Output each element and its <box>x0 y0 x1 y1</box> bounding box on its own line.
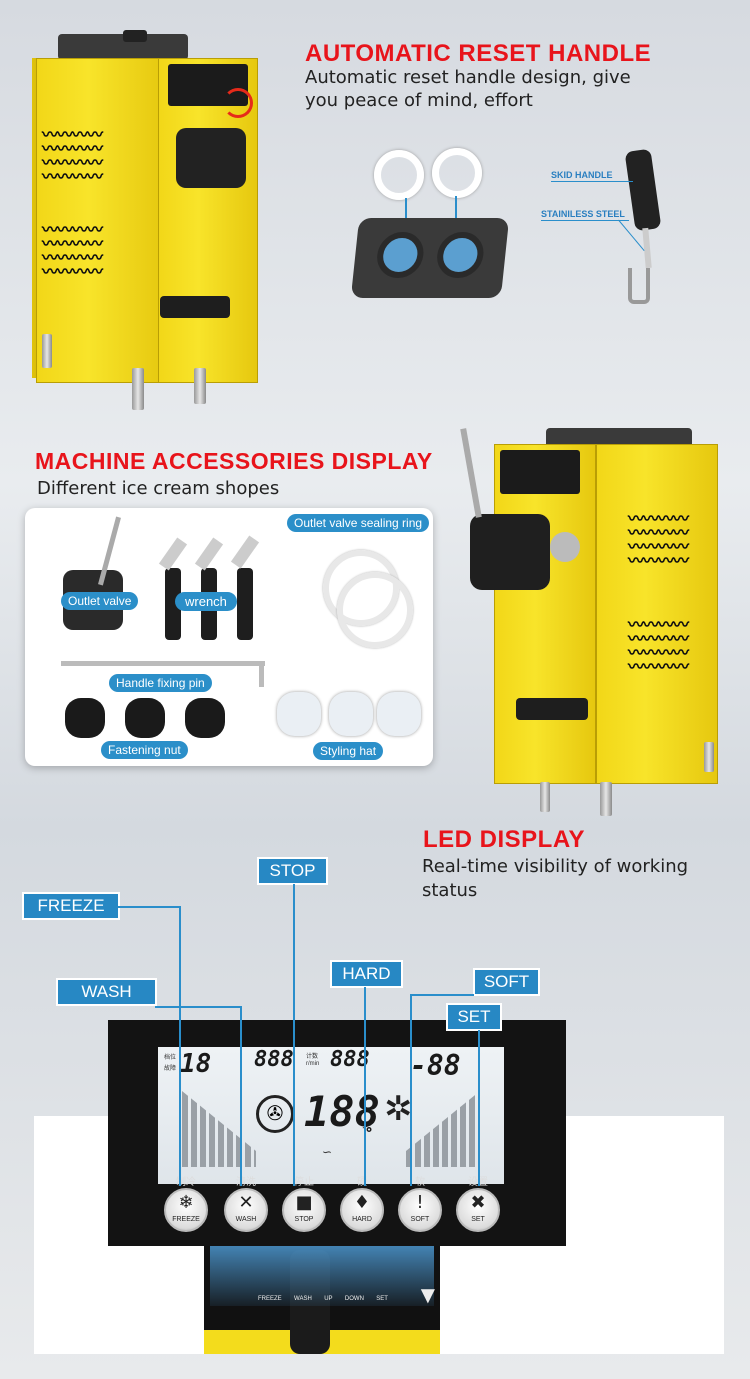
freeze-button[interactable]: ❄FREEZE <box>164 1188 208 1232</box>
machine-image-2: 〰〰〰〰〰〰〰〰〰〰〰〰〰〰〰〰 〰〰〰〰〰〰〰〰〰〰〰〰〰〰〰〰 <box>450 422 725 817</box>
section1-desc-line1: Automatic reset handle design, give <box>305 67 631 88</box>
lcd-digit-rpm: 888 <box>330 1047 370 1072</box>
stop-icon: ■ <box>295 1192 313 1213</box>
stop-button[interactable]: ■STOP <box>282 1188 326 1232</box>
label-sealing-ring: Outlet valve sealing ring <box>287 514 430 532</box>
ice-cream-cone-icon: ▼ <box>416 1282 440 1309</box>
snowflake-icon: ✲ <box>384 1090 413 1128</box>
tag-stop: STOP <box>257 857 328 885</box>
lcd-small-label: 故障 <box>164 1066 177 1072</box>
section3-desc-line2: status <box>422 880 478 901</box>
motor-icon: ∽ <box>322 1145 333 1159</box>
set-button[interactable]: ✖SET <box>456 1188 500 1232</box>
lcd-percent: % <box>362 1117 372 1136</box>
mini-label-freeze: FREEZE <box>258 1296 282 1302</box>
freeze-icon: ❄ <box>178 1192 194 1213</box>
label-outlet-valve: Outlet valve <box>61 592 139 610</box>
lcd-digit-temp: -88 <box>410 1049 461 1082</box>
tag-soft: SOFT <box>473 968 540 996</box>
section3-desc-line1: Real-time visibility of working <box>422 856 689 877</box>
lcd-screen: 档位 故障 18 888 计数 r/min 888 -88 ✇ 188 % ✲ … <box>158 1047 504 1184</box>
mini-label-wash: WASH <box>294 1296 312 1302</box>
hard-icon: ♦ <box>353 1192 371 1213</box>
tag-freeze: FREEZE <box>22 892 120 920</box>
machine-image-1: 〰〰〰〰〰〰〰〰〰〰〰〰〰〰〰〰 〰〰〰〰〰〰〰〰〰〰〰〰〰〰〰〰 <box>28 28 268 418</box>
sealing-ring-icon <box>374 150 424 200</box>
button-cn-freeze: 制冷 <box>176 1177 196 1188</box>
tag-wash: WASH <box>56 978 157 1006</box>
section1-title: AUTOMATIC RESET HANDLE <box>305 40 652 67</box>
section1-desc-line2: you peace of mind, effort <box>305 90 533 111</box>
tag-set: SET <box>446 1003 502 1031</box>
tag-hard: HARD <box>330 960 403 988</box>
soft-button[interactable]: !SOFT <box>398 1188 442 1232</box>
lcd-bar-graph-right <box>406 1091 480 1167</box>
label-styling-hat: Styling hat <box>313 742 384 760</box>
mini-label-up: UP <box>324 1296 333 1302</box>
accessories-card: Outlet valve wrench Outlet valve sealing… <box>25 508 433 766</box>
outlet-valve-body-icon <box>350 218 510 298</box>
button-cn-soft: 软 <box>415 1177 425 1188</box>
mini-panel-labels: FREEZE WASH UP DOWN SET <box>258 1296 388 1302</box>
button-cn-hard: 硬 <box>357 1177 367 1188</box>
label-fastening-nut: Fastening nut <box>101 741 188 759</box>
skid-handle-icon <box>624 148 662 232</box>
lcd-bar-graph-left <box>182 1091 256 1167</box>
wash-button[interactable]: ✕WASH <box>224 1188 268 1232</box>
button-row: 制冷 清洗 停止 硬 软 设置 ❄FREEZE ✕WASH ■STOP ♦HAR… <box>156 1172 506 1242</box>
section2-title: MACHINE ACCESSORIES DISPLAY <box>35 448 433 474</box>
lcd-big-digits: 188 <box>304 1087 380 1136</box>
lcd-digit-count: 888 <box>254 1047 294 1072</box>
lcd-small-label: 档位 <box>164 1055 177 1061</box>
lcd-small-label: 计数 <box>306 1054 319 1060</box>
button-cn-wash: 清洗 <box>236 1177 256 1188</box>
section2-desc: Different ice cream shopes <box>37 478 280 499</box>
section3-title: LED DISPLAY <box>423 826 585 853</box>
label-fixing-pin: Handle fixing pin <box>109 674 212 692</box>
lcd-small-label: r/min <box>306 1061 320 1067</box>
label-stainless-steel: STAINILESS STEEL <box>541 209 625 219</box>
hard-button[interactable]: ♦HARD <box>340 1188 384 1232</box>
led-control-panel: 档位 故障 18 888 计数 r/min 888 -88 ✇ 188 % ✲ … <box>108 1020 566 1246</box>
wash-icon: ✕ <box>238 1192 254 1213</box>
lcd-digit-gear: 18 <box>180 1049 212 1079</box>
button-cn-stop: 停止 <box>294 1177 314 1188</box>
fan-icon: ✇ <box>256 1095 294 1133</box>
mini-label-set: SET <box>376 1296 388 1302</box>
soft-icon: ! <box>416 1192 424 1213</box>
label-skid-handle: SKID HANDLE <box>551 170 613 180</box>
sealing-ring-icon <box>432 148 482 198</box>
set-icon: ✖ <box>470 1192 486 1213</box>
label-wrench: wrench <box>175 592 237 611</box>
mini-label-down: DOWN <box>344 1296 364 1302</box>
